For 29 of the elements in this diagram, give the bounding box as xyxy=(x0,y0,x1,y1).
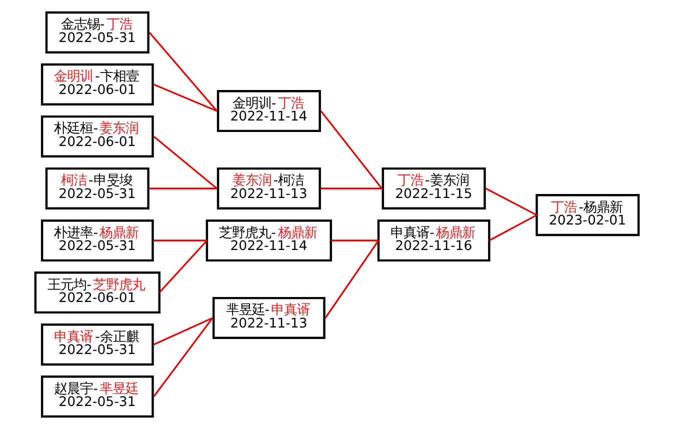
node-box: 丁浩-姜东润 2022-11-15 xyxy=(381,167,486,210)
node-box: 金明训-卞相壹 2022-06-01 xyxy=(40,63,154,106)
connector xyxy=(488,214,537,242)
node-box: 朴廷桓-姜东润 2022-06-01 xyxy=(40,115,154,158)
connector xyxy=(158,240,208,294)
connector xyxy=(320,188,382,190)
node-box: 申真谞-余正麒 2022-05-31 xyxy=(40,324,154,366)
connector xyxy=(324,240,379,318)
node-box: 王元均-芝野虎丸 2022-06-01 xyxy=(34,272,160,314)
connector xyxy=(153,84,217,112)
connector xyxy=(320,110,382,189)
connector xyxy=(330,240,378,242)
node-box: 芈昱廷-申真谞 2022-11-13 xyxy=(212,296,325,339)
node-box: 柯洁-申旻埈 2022-05-31 xyxy=(44,167,149,210)
connector xyxy=(153,317,212,346)
connector xyxy=(152,136,217,190)
node-box: 朴进率-杨鼎新 2022-05-31 xyxy=(40,219,154,262)
node-box: 芝野虎丸-杨鼎新 2022-11-14 xyxy=(205,219,332,262)
node-box: 申真谞-杨鼎新 2022-11-16 xyxy=(376,219,490,262)
connector xyxy=(153,240,206,242)
connector xyxy=(148,32,218,112)
connector xyxy=(148,188,216,190)
connector xyxy=(484,188,537,216)
node-box: 金明训-丁浩 2022-11-14 xyxy=(216,90,320,132)
connector xyxy=(152,317,213,398)
node-box: 丁浩-杨鼎新 2023-02-01 xyxy=(535,194,640,236)
node-box: 姜东润-柯洁 2022-11-13 xyxy=(216,167,320,210)
node-box: 赵晨宇-芈昱廷 2022-05-31 xyxy=(40,376,154,418)
node-box: 金志锡-丁浩 2022-05-31 xyxy=(44,11,149,54)
